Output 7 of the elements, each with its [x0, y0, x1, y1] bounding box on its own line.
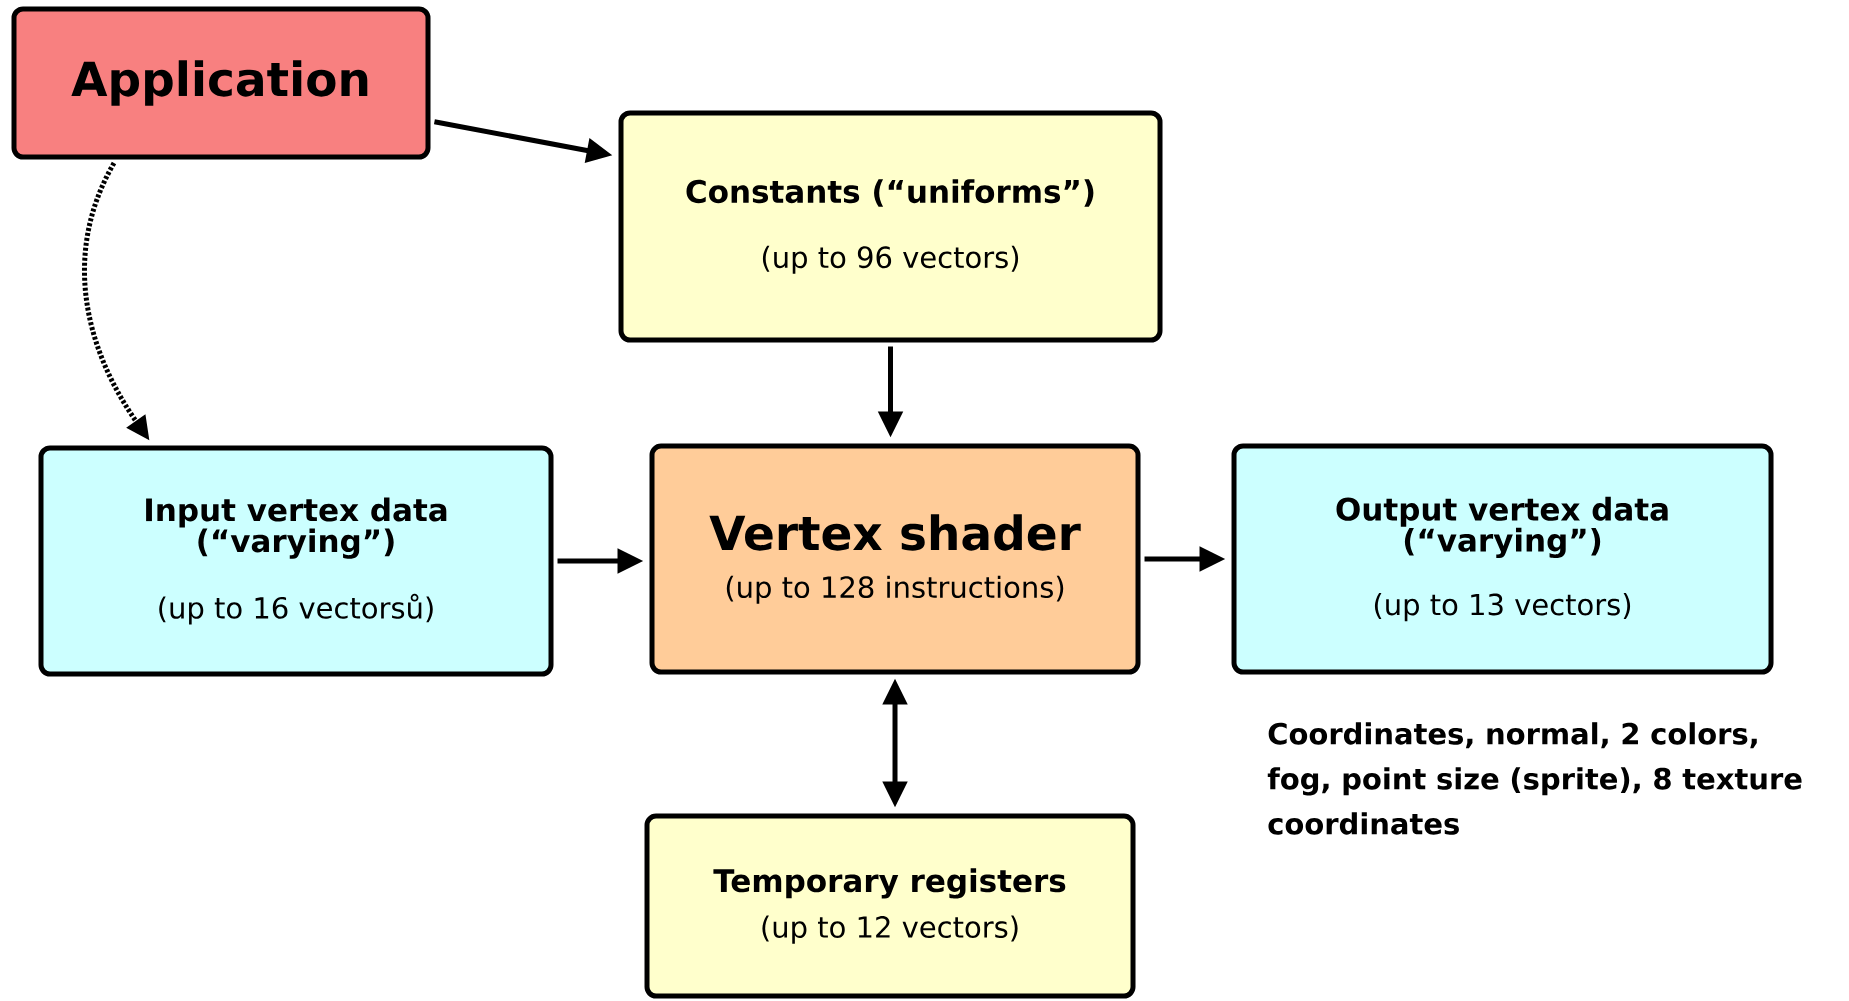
process-box: Constants (“uniforms”) (up to 96 vectors) — [618, 110, 1163, 343]
process-box: Application — [11, 6, 431, 160]
note-text: Coordinates, normal, 2 colors, fog, point size (sprite), 8 texture coordinates — [1267, 722, 1802, 835]
process-box: Vertex shader (up to 128 instructions) — [649, 443, 1141, 675]
process-box: Temporary registers (up to 12 vectors) — [644, 813, 1136, 999]
process-box: Input vertex data (“varying”) (up to 16 vectorsů) — [38, 445, 554, 677]
process-box: Output vertex data (“varying”) (up to 13 vectors) — [1231, 443, 1774, 675]
